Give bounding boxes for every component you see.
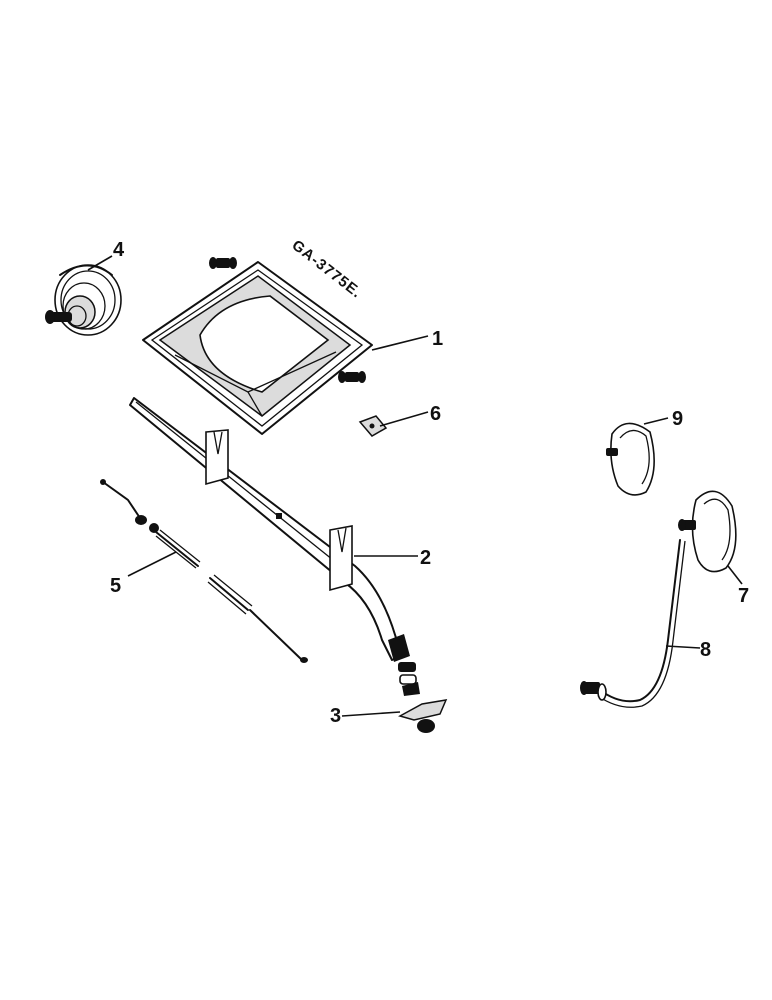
callout-3: 3: [330, 705, 341, 727]
callout-4: 4: [113, 239, 125, 261]
part-5-cable: [100, 479, 308, 663]
callout-6: 6: [430, 403, 441, 425]
part-4-round-lamp: [45, 264, 122, 336]
callout-2: 2: [420, 547, 431, 569]
callout-1: 1: [432, 328, 443, 350]
part-1-mirror-frame: [142, 257, 373, 435]
part-3-bracket-plate: [398, 662, 448, 733]
part-7-large-mirror: [678, 490, 737, 573]
part-2-mounting-bar: [129, 397, 410, 662]
part-9-small-mirror: [606, 422, 655, 496]
callout-7: 7: [738, 585, 749, 607]
part-8-mirror-arm: [580, 539, 686, 708]
callout-9: 9: [672, 408, 683, 430]
part-6-clip: [358, 415, 388, 437]
callout-5: 5: [110, 575, 121, 597]
callout-8: 8: [700, 639, 711, 661]
